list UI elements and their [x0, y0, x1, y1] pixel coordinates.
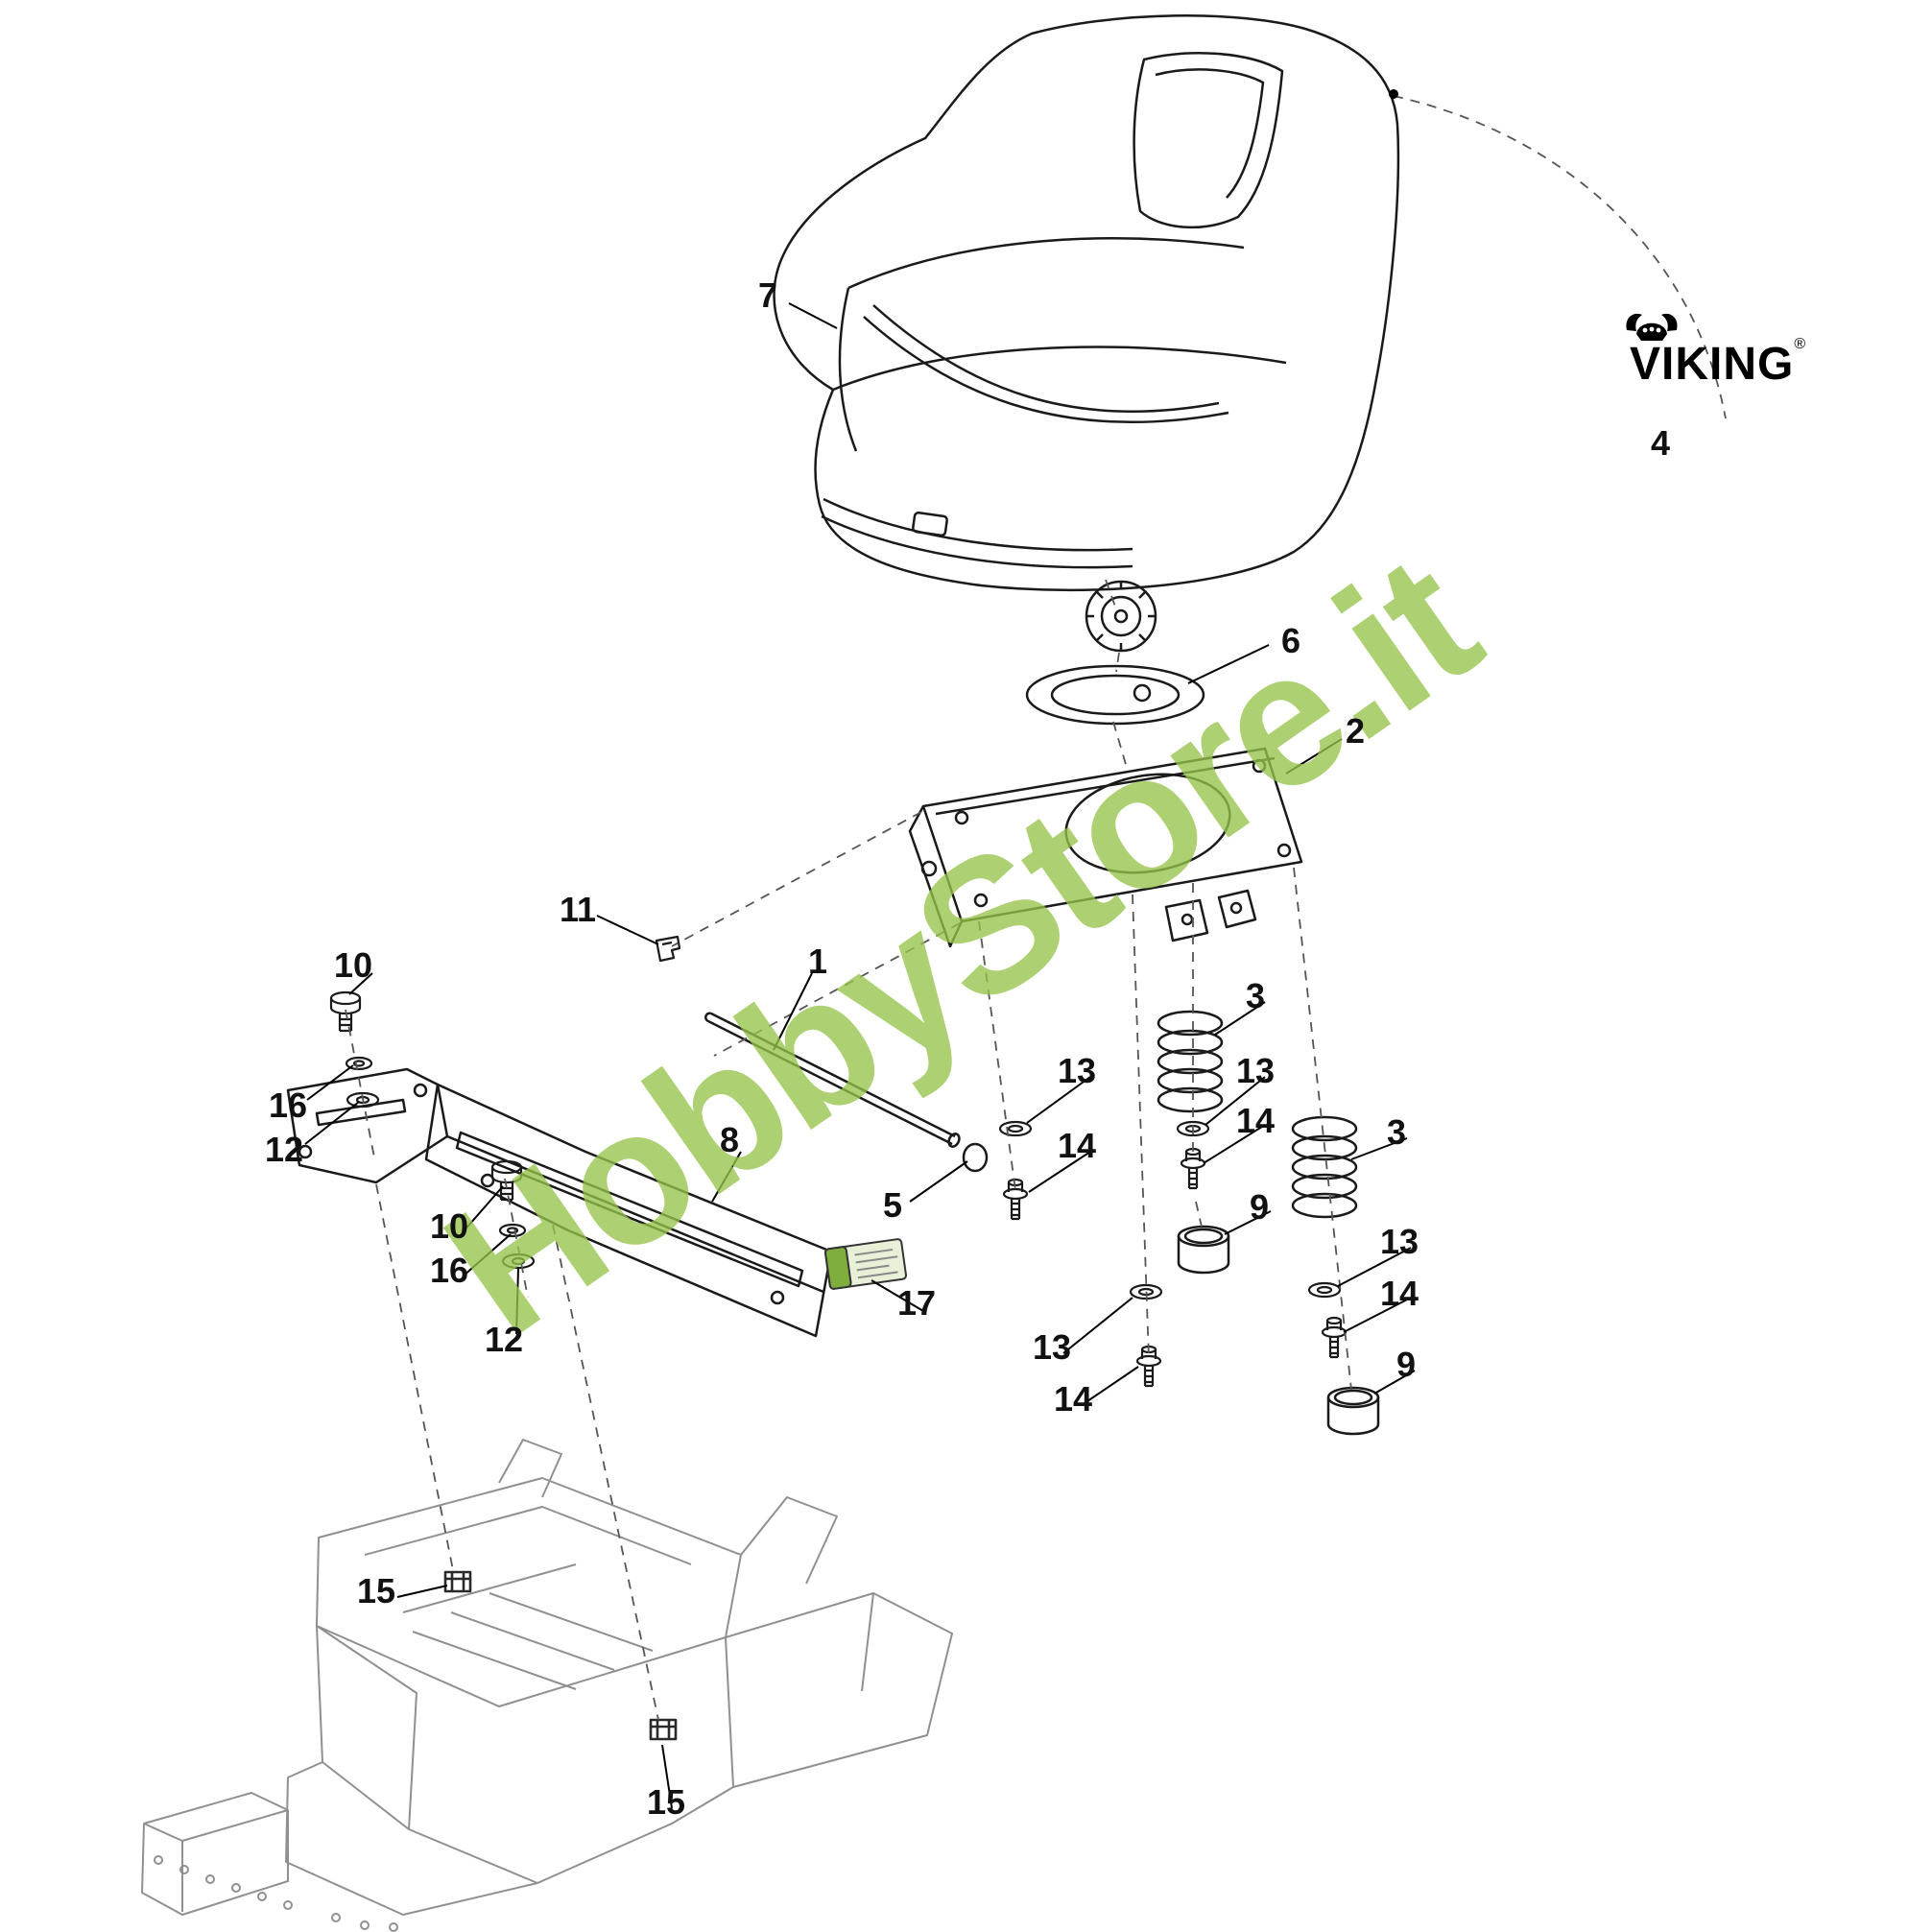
frame-drawing	[141, 1439, 953, 1932]
callout-washer-12b: 12	[484, 1320, 524, 1359]
assembly-dashed-lines	[345, 95, 1727, 1721]
callout-spring-a: 3	[1245, 976, 1266, 1015]
bracket-drawing-8	[286, 1067, 833, 1338]
callout-seat-plate: 2	[1345, 711, 1366, 751]
callout-cap-9a: 9	[1249, 1187, 1270, 1227]
callout-cap-9b: 9	[1395, 1345, 1417, 1384]
callout-screw-14c: 14	[1379, 1274, 1419, 1313]
end-cap-drawing-5	[962, 1142, 989, 1173]
spring-drawing-right	[1291, 1115, 1358, 1219]
callout-bracket: 8	[719, 1120, 740, 1159]
rod-drawing	[704, 1012, 961, 1148]
callout-washer-13a: 13	[1057, 1051, 1097, 1090]
callout-end-cap: 5	[882, 1185, 903, 1225]
seat-anchor-dot	[1389, 89, 1398, 99]
callout-frame-clip-b: 15	[646, 1782, 686, 1822]
callout-swivel: 6	[1280, 621, 1301, 660]
spring-drawing-upper	[1157, 1010, 1224, 1113]
callout-bolt-right: 10	[429, 1206, 469, 1246]
callout-sticker: 17	[896, 1283, 937, 1323]
callout-washer-16b: 16	[429, 1251, 469, 1290]
washer-drawings-13	[998, 1120, 1342, 1300]
callout-screw-14a: 14	[1057, 1126, 1097, 1165]
swivel-bearing-drawing	[1025, 580, 1205, 726]
bolt-drawings-10	[329, 990, 523, 1202]
frame-clip-drawings-15	[443, 1570, 678, 1741]
callout-washer-16a: 16	[268, 1085, 308, 1125]
callout-screw-14b: 14	[1235, 1101, 1276, 1140]
washer-drawings-16-12	[345, 1056, 536, 1270]
callout-washer-13d: 13	[1032, 1327, 1072, 1367]
callout-logo-sticker: 4	[1650, 423, 1671, 463]
callout-bolt-left: 10	[333, 945, 373, 985]
callout-rod: 1	[807, 942, 828, 981]
callout-screw-14d: 14	[1053, 1379, 1093, 1419]
viking-logo: VIKING®	[1626, 313, 1806, 391]
callout-spring-b: 3	[1386, 1112, 1407, 1152]
callout-washer-13b: 13	[1235, 1051, 1276, 1090]
seat-drawing	[773, 14, 1400, 592]
callout-clip: 11	[559, 890, 597, 929]
clip-drawing-11	[655, 935, 681, 963]
callout-frame-clip-a: 15	[356, 1571, 396, 1610]
sticker-drawing-17	[823, 1238, 908, 1290]
registered-mark: ®	[1794, 336, 1806, 352]
seat-plate-drawing	[908, 747, 1303, 948]
callout-washer-12a: 12	[264, 1130, 304, 1169]
callout-leader-lines	[304, 302, 1416, 1809]
viking-helmet-icon	[1626, 313, 1678, 341]
cap-drawings-9	[1177, 1225, 1380, 1436]
viking-logo-text: VIKING	[1630, 339, 1795, 390]
callout-seat: 7	[757, 275, 778, 315]
callout-washer-13c: 13	[1379, 1222, 1419, 1261]
